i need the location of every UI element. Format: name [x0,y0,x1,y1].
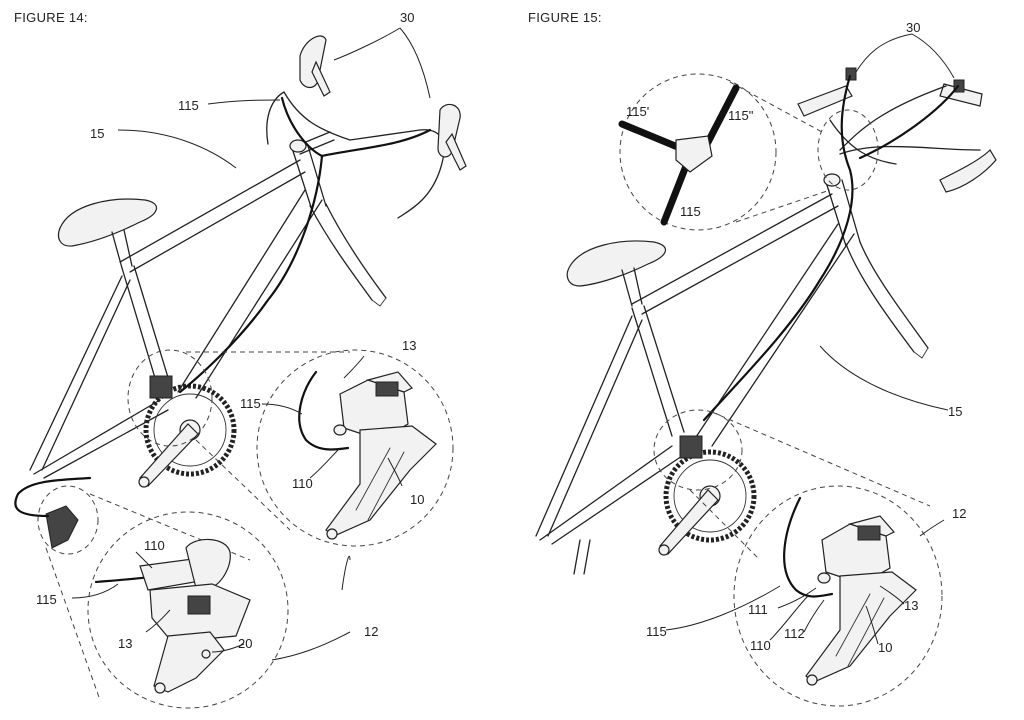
detail-circle-bottom [87,511,289,709]
fork-15 [845,241,929,353]
detail-circle-bb-15 [653,409,743,491]
top-tube [119,159,306,273]
down-tube [177,189,323,399]
chain-stay-15 [539,445,683,545]
seat-post [111,229,133,269]
cable-115-15 [702,74,854,422]
seat-tube-15 [631,305,685,437]
label-115-prime: 115' [626,104,649,119]
label-115-mid: 115 [240,396,261,411]
seat-tube [121,265,171,389]
detail-circle-derailleur-zoom [256,349,454,547]
label-115-top: 115 [178,98,199,113]
label-110-bottom: 110 [144,538,165,553]
label-12: 12 [364,624,378,639]
detail-circle-bb [127,349,213,447]
seat-stay-15 [535,315,643,537]
figure-15-bicycle [535,67,997,575]
label-15-15: 15 [948,404,962,419]
inset-cable-junction [618,84,740,226]
label-115-15b: 115 [646,624,667,639]
label-15: 15 [90,126,104,141]
figure-15-title: FIGURE 15: [528,10,602,25]
handlebar [283,91,421,141]
detail-circle-junction [619,73,777,231]
detail-circle-small [37,485,99,555]
detail-circle-bars [817,109,879,191]
label-115-inset: 115 [680,204,701,219]
base-bar [839,145,981,155]
inset-detail-bottom [94,538,251,694]
crank-arm [139,423,199,487]
aero-bar-right [939,83,983,107]
front-derailleur-small [149,375,173,399]
seat-stay [29,275,131,471]
saddle-15 [566,240,666,287]
label-13-bottom: 13 [118,636,132,651]
label-115-double-prime: 115" [728,108,754,123]
chainring [143,383,237,477]
label-13-right: 13 [402,338,416,353]
label-12-15: 12 [952,506,966,521]
crank-arm-15 [659,489,719,555]
saddle [57,198,157,247]
chainring-15 [663,449,757,543]
label-30: 30 [400,10,414,25]
label-110-15: 110 [750,638,771,653]
label-30-15: 30 [906,20,920,35]
label-111: 111 [748,602,768,617]
aero-bar-left [797,85,853,117]
cable-115 [178,96,324,394]
detail-circle-derailleur-15 [733,485,943,707]
rear-derailleur [45,505,79,549]
figure-14-bicycle [14,35,467,549]
inset-front-derailleur-15 [783,496,917,686]
label-10-15: 10 [878,640,892,655]
label-20: 20 [238,636,252,651]
fork [309,203,387,301]
inset-front-derailleur [298,370,437,540]
label-115-bottom: 115 [36,592,57,607]
label-112: 112 [784,626,805,641]
figure-14-title: FIGURE 14: [14,10,88,25]
head-tube [291,145,327,211]
label-13-15: 13 [904,598,918,613]
top-tube-15 [631,193,839,315]
label-110-right: 110 [292,476,313,491]
label-10: 10 [410,492,424,507]
